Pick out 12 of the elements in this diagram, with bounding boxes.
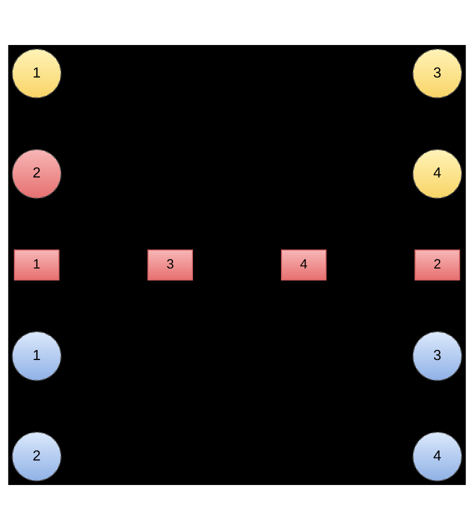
node-circle: 1 [12, 48, 62, 98]
node-circle: 3 [412, 331, 462, 381]
node-circle: 4 [412, 432, 462, 482]
node-box: 1 [14, 249, 60, 281]
node-circle: 3 [412, 48, 462, 98]
node-box: 3 [147, 249, 193, 281]
node-circle: 4 [412, 149, 462, 199]
node-circle: 2 [12, 149, 62, 199]
node-circle: 2 [12, 432, 62, 482]
node-box: 2 [414, 249, 460, 281]
node-box: 4 [281, 249, 327, 281]
node-circle: 1 [12, 331, 62, 381]
